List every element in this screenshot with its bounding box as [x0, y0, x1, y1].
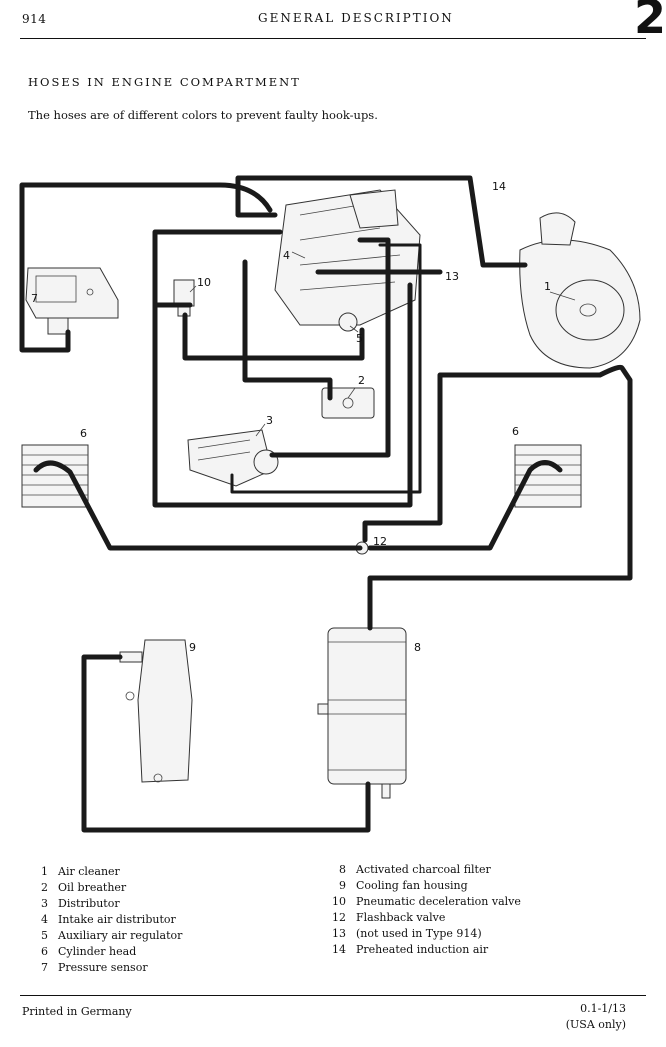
legend-label: Distributor — [58, 897, 120, 910]
legend-num: 12 — [332, 911, 346, 924]
hoses — [19, 175, 633, 833]
intro-text: The hoses are of different colors to pre… — [28, 108, 378, 122]
legend-num: 2 — [41, 881, 48, 894]
legend-label: Pressure sensor — [58, 961, 148, 974]
legend-item: 9 Cooling fan housing — [318, 878, 521, 894]
legend-label: Oil breather — [58, 881, 127, 894]
intake-air-distributor — [274, 189, 421, 326]
legend-label: Cylinder head — [58, 945, 137, 958]
legend-item: 4 Intake air distributor — [20, 912, 182, 928]
legend-item: 7 Pressure sensor — [20, 960, 182, 976]
oil-breather — [321, 387, 375, 419]
callout-4: 4 — [283, 249, 290, 262]
legend-num: 13 — [332, 927, 346, 940]
header-title: GENERAL DESCRIPTION — [258, 11, 454, 25]
cylinder-head-left — [21, 444, 89, 508]
footer-rule — [20, 995, 646, 996]
legend-item: 5 Auxiliary air regulator — [20, 928, 182, 944]
legend-num: 6 — [41, 945, 48, 958]
legend-num: 5 — [41, 929, 48, 942]
legend-num: 4 — [41, 913, 48, 926]
legend-item: 13 (not used in Type 914) — [318, 926, 521, 942]
air-cleaner — [519, 212, 641, 369]
legend-label: Activated charcoal filter — [356, 863, 491, 876]
callout-1: 1 — [544, 280, 551, 293]
legend-num: 8 — [339, 863, 346, 876]
footer-note: (USA only) — [565, 1018, 626, 1031]
callout-13: 13 — [445, 270, 459, 283]
callout-7: 7 — [31, 292, 38, 305]
callout-12: 12 — [373, 535, 387, 548]
legend-item: 1 Air cleaner — [20, 864, 182, 880]
legend-num: 1 — [41, 865, 48, 878]
legend-item: 2 Oil breather — [20, 880, 182, 896]
legend-num: 7 — [41, 961, 48, 974]
legend-num: 3 — [41, 897, 48, 910]
legend-right: 8 Activated charcoal filter 9 Cooling fan … — [318, 862, 521, 958]
legend-item: 14 Preheated induction air — [318, 942, 521, 958]
callout-6-left: 6 — [80, 427, 87, 440]
legend-label: Intake air distributor — [58, 913, 176, 926]
callout-14: 14 — [492, 180, 506, 193]
legend-label: Preheated induction air — [356, 943, 489, 956]
callout-2: 2 — [358, 374, 365, 387]
charcoal-filter — [317, 627, 407, 799]
callout-10: 10 — [197, 276, 211, 289]
deceleration-valve — [173, 279, 195, 317]
section-tab: 2 — [633, 0, 666, 44]
callout-leaders — [189, 251, 576, 437]
legend-item: 6 Cylinder head — [20, 944, 182, 960]
legend-num: 14 — [332, 943, 346, 956]
page-number: 914 — [22, 12, 47, 26]
legend-item: 10 Pneumatic deceleration valve — [318, 894, 521, 910]
legend-item: 12 Flashback valve — [318, 910, 521, 926]
footer-page-code: 0.1-1/13 — [580, 1002, 626, 1015]
auxiliary-air-regulator — [338, 312, 358, 332]
legend-item: 3 Distributor — [20, 896, 182, 912]
legend-num: 9 — [339, 879, 346, 892]
callout-3: 3 — [266, 414, 273, 427]
pressure-sensor — [25, 267, 119, 335]
legend-label: (not used in Type 914) — [356, 927, 482, 940]
legend-label: Cooling fan housing — [356, 879, 468, 892]
callout-6-right: 6 — [512, 425, 519, 438]
legend-label: Flashback valve — [356, 911, 446, 924]
footer-printed: Printed in Germany — [22, 1005, 132, 1018]
cooling-fan-housing — [119, 639, 193, 783]
legend-label: Auxiliary air regulator — [58, 929, 183, 942]
legend-label: Air cleaner — [58, 865, 120, 878]
legend-item: 8 Activated charcoal filter — [318, 862, 521, 878]
hose-diagram: 1 2 3 4 5 6 6 7 8 9 10 12 13 14 — [19, 175, 641, 833]
section-heading: HOSES IN ENGINE COMPARTMENT — [28, 75, 301, 89]
callout-8: 8 — [414, 641, 421, 654]
legend-label: Pneumatic deceleration valve — [356, 895, 521, 908]
callout-9: 9 — [189, 641, 196, 654]
callout-5: 5 — [356, 332, 363, 345]
legend-num: 10 — [332, 895, 346, 908]
distributor — [187, 429, 279, 487]
header-rule — [20, 38, 646, 39]
